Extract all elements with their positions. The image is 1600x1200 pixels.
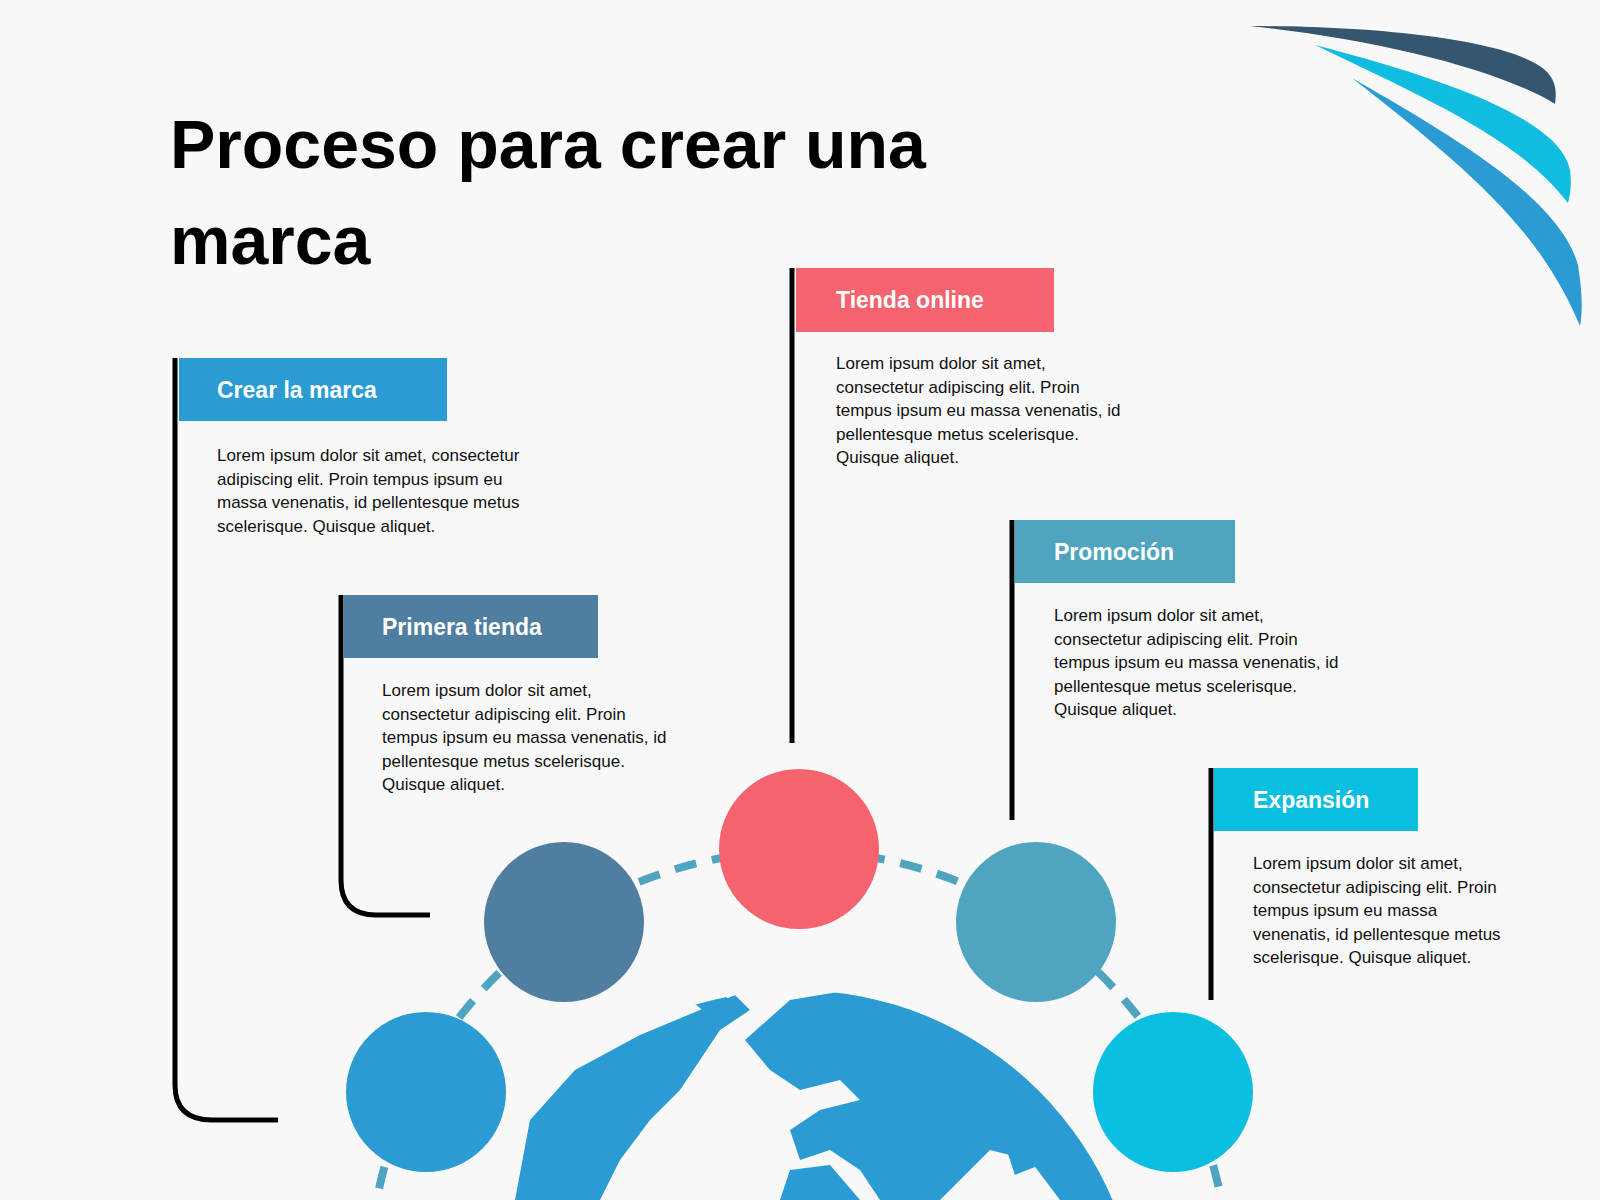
step-description: Lorem ipsum dolor sit amet, consectetur … — [217, 444, 527, 538]
step-header-box: PromociónLorem ipsum dolor sit amet, con… — [1015, 520, 1235, 583]
step-header-box: ExpansiónLorem ipsum dolor sit amet, con… — [1214, 768, 1418, 831]
step-heading: Tienda online — [836, 287, 984, 314]
globe — [515, 990, 1120, 1200]
step-heading: Crear la marca — [217, 376, 377, 403]
step-circle — [719, 769, 879, 929]
step-circle — [346, 1012, 506, 1172]
step-description: Lorem ipsum dolor sit amet, consectetur … — [836, 352, 1121, 470]
step-heading: Expansión — [1253, 786, 1369, 813]
swoosh — [1250, 26, 1556, 104]
swoosh — [1315, 45, 1571, 203]
swoosh — [1352, 78, 1582, 326]
step-circle — [956, 842, 1116, 1002]
step-heading: Promoción — [1054, 538, 1174, 565]
step-header-box: Crear la marcaLorem ipsum dolor sit amet… — [179, 358, 447, 421]
step-description: Lorem ipsum dolor sit amet, consectetur … — [382, 679, 682, 797]
step-header-box: Tienda onlineLorem ipsum dolor sit amet,… — [796, 268, 1054, 332]
step-heading: Primera tienda — [382, 613, 542, 640]
step-circle — [1093, 1012, 1253, 1172]
title: Proceso para crear una marca — [170, 96, 970, 288]
step-description: Lorem ipsum dolor sit amet, consectetur … — [1253, 852, 1518, 970]
step-circle — [484, 842, 644, 1002]
step-header-box: Primera tiendaLorem ipsum dolor sit amet… — [344, 595, 598, 658]
step-description: Lorem ipsum dolor sit amet, consectetur … — [1054, 604, 1339, 722]
